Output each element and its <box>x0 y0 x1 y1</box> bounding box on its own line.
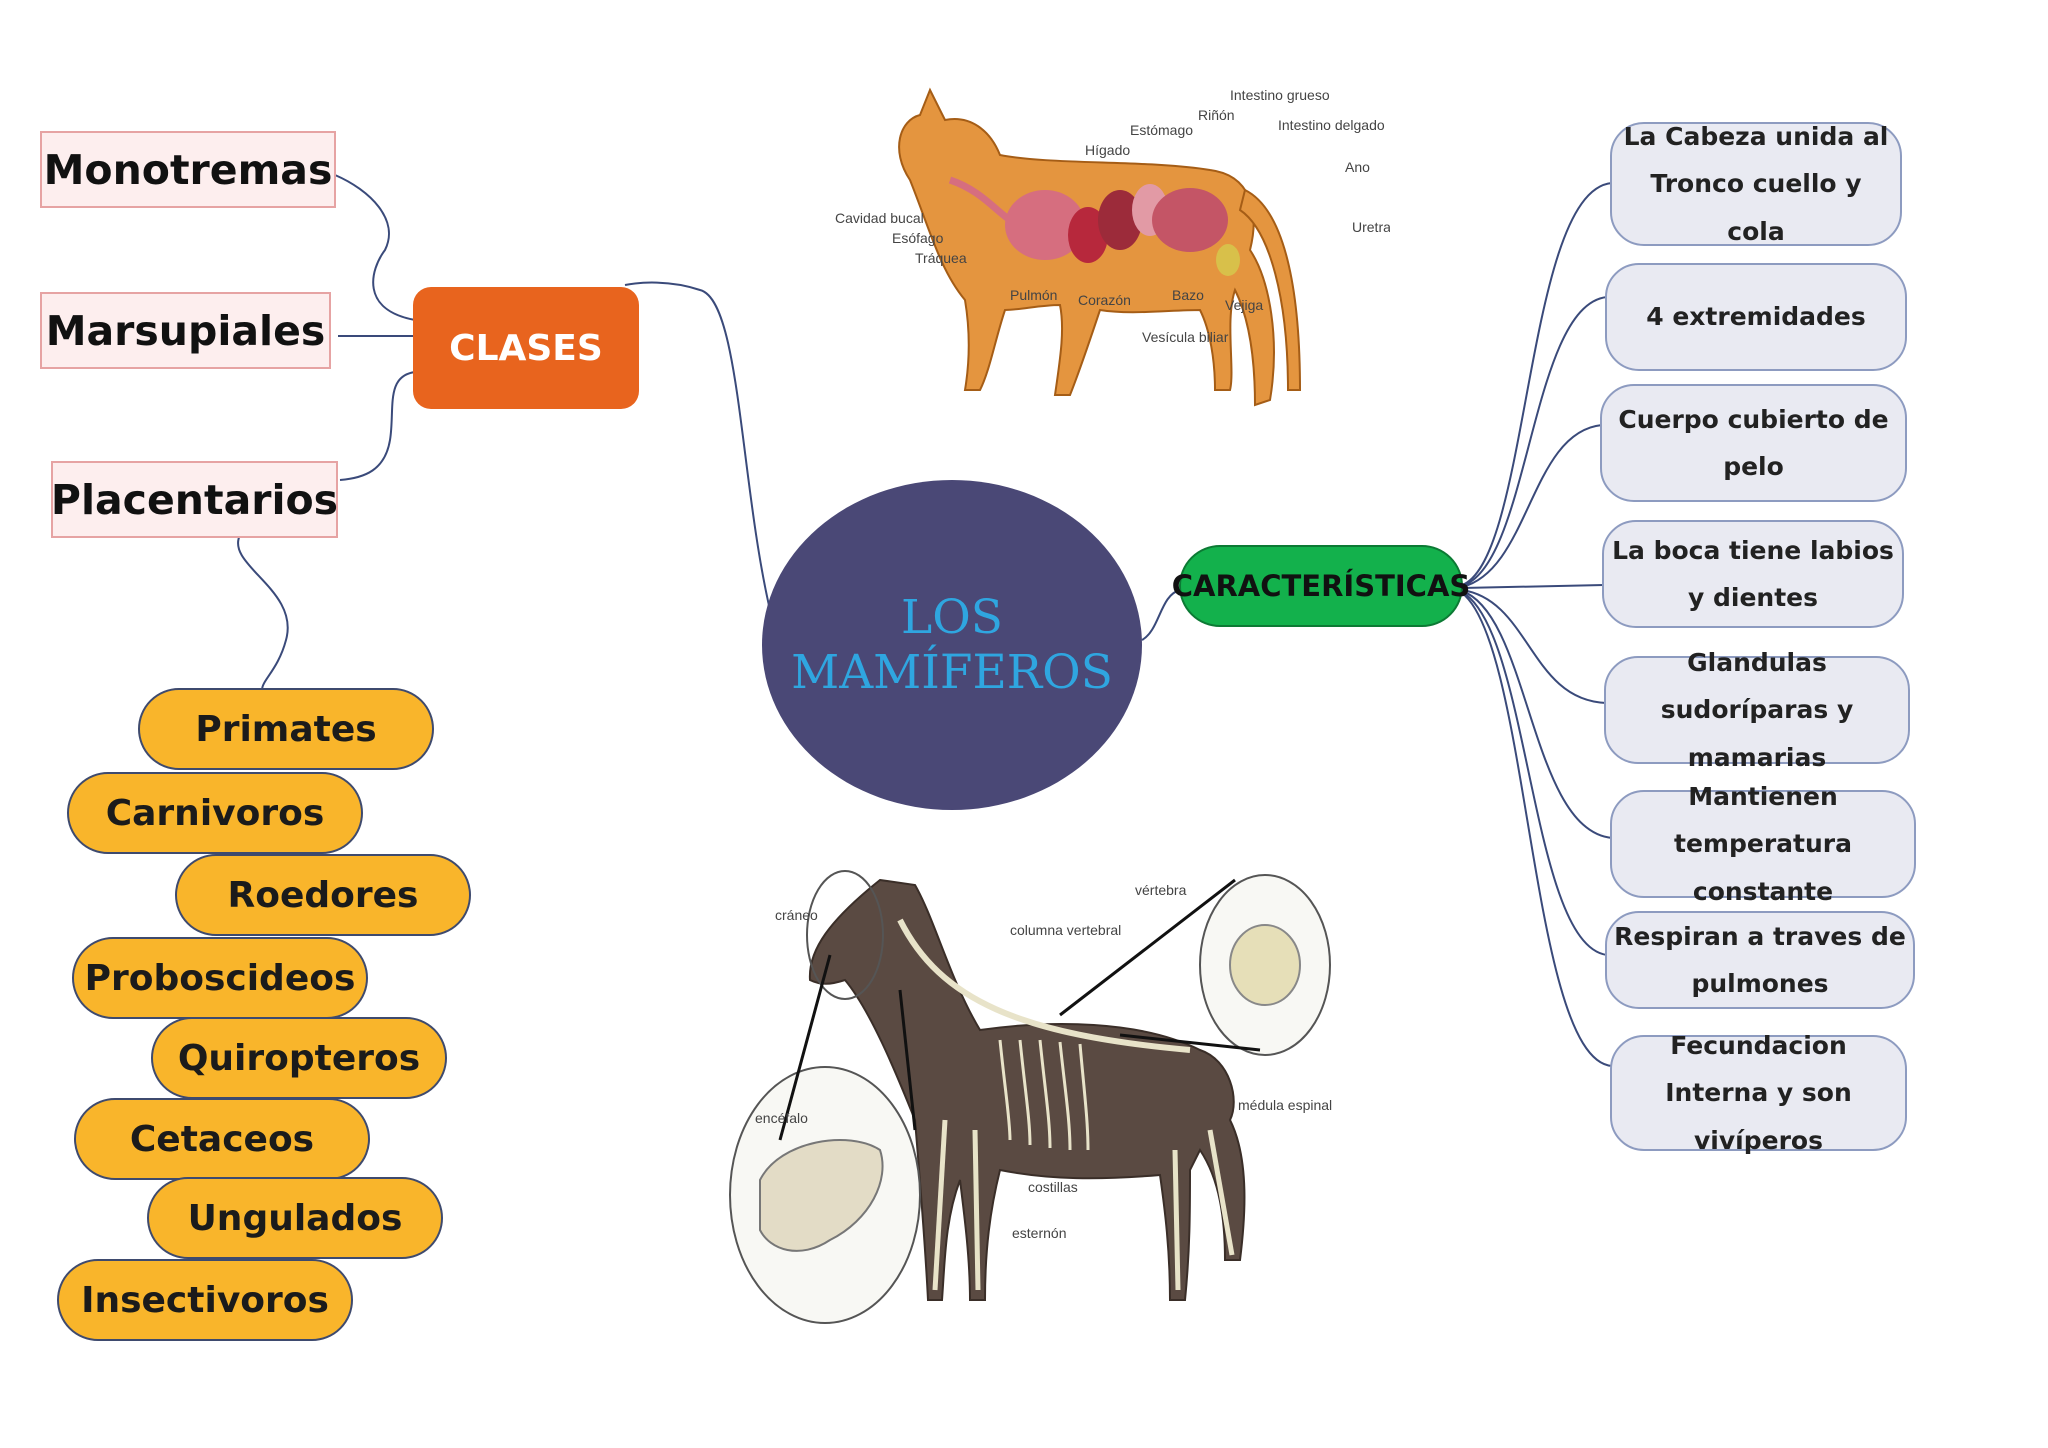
connector-placentarios-orders <box>237 534 289 691</box>
cat-bladder <box>1216 244 1240 276</box>
connector-carac-2 <box>1461 296 1608 587</box>
cat-intestine <box>1152 188 1228 252</box>
center-title: LOS MAMÍFEROS <box>791 590 1113 700</box>
connector-carac-3 <box>1461 424 1603 588</box>
connector-carac-8 <box>1461 592 1613 1067</box>
order-proboscideos: Proboscideos <box>72 937 368 1019</box>
caracteristicas-node: CARACTERÍSTICAS <box>1172 545 1470 627</box>
order-label: Primates <box>195 708 377 750</box>
order-label: Roedores <box>227 874 419 916</box>
feature-pelo: Cuerpo cubierto de pelo <box>1600 384 1907 502</box>
horse-label: cráneo <box>775 907 818 923</box>
connector-center-carac <box>1141 589 1181 641</box>
cat-heart <box>1068 207 1108 263</box>
connector-carac-5 <box>1461 589 1607 704</box>
cat-label: Bazo <box>1172 287 1204 303</box>
class-marsupiales: Marsupiales <box>40 292 331 369</box>
vertebra-closeup <box>1229 924 1301 1006</box>
cat-label: Riñón <box>1198 107 1235 123</box>
order-cetaceos: Cetaceos <box>74 1098 370 1180</box>
cat-liver <box>1098 190 1142 250</box>
order-quiropteros: Quiropteros <box>151 1017 447 1099</box>
cat-labels: Intestino grueso Riñón Intestino delgado… <box>835 87 1390 345</box>
cat-label: Intestino grueso <box>1230 87 1330 103</box>
order-label: Insectivoros <box>81 1279 329 1321</box>
horse-label: esternón <box>1012 1225 1066 1241</box>
order-carnivoros: Carnivoros <box>67 772 363 854</box>
order-ungulados: Ungulados <box>147 1177 443 1259</box>
feature-fecundacion: Fecundacion Interna y son vivíperos <box>1610 1031 1907 1155</box>
class-label: Monotremas <box>43 145 333 194</box>
cat-label: Pulmón <box>1010 287 1057 303</box>
horse-label: columna vertebral <box>1010 922 1121 938</box>
horse-skeleton-illustration: cráneo vértebra columna vertebral encéfa… <box>729 870 1332 1324</box>
connector-clases-monotremas <box>334 174 416 321</box>
caracteristicas-label: CARACTERÍSTICAS <box>1171 569 1471 603</box>
horse-label: costillas <box>1028 1179 1078 1195</box>
horse-ribs <box>998 1039 1090 1151</box>
cat-trachea <box>948 176 1013 223</box>
class-label: Placentarios <box>50 475 339 524</box>
feature-label: Respiran a traves de pulmones <box>1614 921 1906 999</box>
cat-label: Corazón <box>1078 292 1131 308</box>
feature-label: La boca tiene labios y dientes <box>1612 535 1894 613</box>
pointer-lines <box>778 878 1261 1141</box>
feature-extremidades: 4 extremidades <box>1605 263 1907 371</box>
cat-label: Ano <box>1345 159 1370 175</box>
cat-anatomy-illustration: Intestino grueso Riñón Intestino delgado… <box>835 87 1390 407</box>
cat-label: Intestino delgado <box>1278 117 1385 133</box>
class-label: Marsupiales <box>45 306 326 355</box>
cat-label: Cavidad bucal <box>835 210 924 226</box>
horse-label: encéfalo <box>755 1110 808 1126</box>
skull-closeup <box>759 1139 884 1252</box>
horse-labels: cráneo vértebra columna vertebral encéfa… <box>755 882 1332 1241</box>
order-label: Quiropteros <box>177 1037 421 1079</box>
connector-carac-7 <box>1461 591 1608 956</box>
order-roedores: Roedores <box>175 854 471 936</box>
cat-label: Esófago <box>892 230 944 246</box>
feature-label: Mantienen temperatura constante <box>1674 781 1852 906</box>
clases-label: CLASES <box>449 327 603 369</box>
order-label: Ungulados <box>187 1197 403 1239</box>
class-monotremas: Monotremas <box>40 131 336 208</box>
horse-label: vértebra <box>1135 882 1187 898</box>
horse-spine <box>897 918 1191 1053</box>
skull-detail-circle <box>806 870 884 1000</box>
feature-label: 4 extremidades <box>1646 302 1866 332</box>
horse-body <box>808 878 1246 1301</box>
connector-center-clases <box>624 281 771 611</box>
connector-carac-6 <box>1461 590 1613 839</box>
feature-glandulas: Glandulas sudoríparas y mamarias <box>1604 648 1910 772</box>
order-label: Carnivoros <box>105 792 325 834</box>
cat-tail <box>1238 188 1302 391</box>
order-insectivoros: Insectivoros <box>57 1259 353 1341</box>
cat-label: Uretra <box>1352 219 1390 235</box>
order-primates: Primates <box>138 688 434 770</box>
feature-label: Cuerpo cubierto de pelo <box>1618 404 1889 482</box>
cat-label: Tráquea <box>915 250 967 266</box>
cat-lung <box>1005 190 1085 260</box>
center-topic: LOS MAMÍFEROS <box>762 480 1142 810</box>
order-label: Cetaceos <box>129 1118 315 1160</box>
cat-label: Vesícula biliar <box>1142 329 1229 345</box>
horse-label: médula espinal <box>1238 1097 1332 1113</box>
connector-carac-1 <box>1461 182 1613 586</box>
horse-legs <box>932 1119 1235 1291</box>
feature-boca: La boca tiene labios y dientes <box>1602 520 1904 628</box>
feature-temperatura: Mantienen temperatura constante <box>1610 782 1916 906</box>
class-placentarios: Placentarios <box>51 461 338 538</box>
feature-label: La Cabeza unida al Tronco cuello y cola <box>1623 121 1889 246</box>
connector-clases-placentarios <box>339 371 416 481</box>
cat-label: Estómago <box>1130 122 1193 138</box>
feature-label: Fecundacion Interna y son vivíperos <box>1665 1030 1852 1155</box>
cat-label: Vejiga <box>1225 297 1263 313</box>
feature-cabeza: La Cabeza unida al Tronco cuello y cola <box>1610 122 1902 246</box>
clases-node: CLASES <box>413 287 639 409</box>
feature-pulmones: Respiran a traves de pulmones <box>1605 911 1915 1009</box>
cat-label: Hígado <box>1085 142 1130 158</box>
order-label: Proboscideos <box>84 957 356 999</box>
feature-label: Glandulas sudoríparas y mamarias <box>1660 647 1854 772</box>
connector-carac-4 <box>1461 584 1605 589</box>
